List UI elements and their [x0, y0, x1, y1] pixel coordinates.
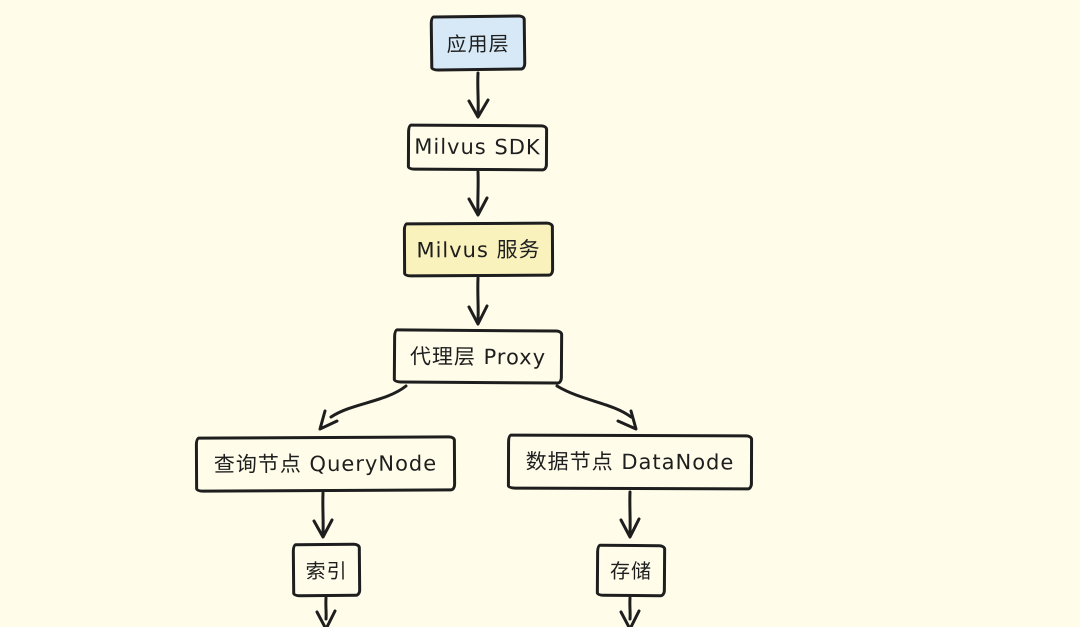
node-data-node-label: 数据节点 DataNode: [525, 449, 735, 475]
node-data-node: 数据节点 DataNode: [506, 433, 754, 491]
node-storage: 存储: [595, 543, 667, 598]
node-index-label: 索引: [305, 558, 348, 583]
node-application-layer: 应用层: [429, 14, 527, 72]
edge-datanode-to-storage: [619, 490, 641, 539]
node-proxy-layer-label: 代理层 Proxy: [409, 344, 547, 369]
edge-service-to-proxy: [467, 276, 489, 326]
node-proxy-layer: 代理层 Proxy: [392, 328, 564, 385]
node-milvus-sdk-label: Milvus SDK: [414, 134, 541, 159]
node-milvus-service: Milvus 服务: [402, 221, 555, 278]
edge-proxy-to-datanode: [555, 384, 638, 431]
node-index: 索引: [291, 542, 362, 598]
node-query-node-label: 查询节点 QueryNode: [213, 451, 438, 477]
node-milvus-service-label: Milvus 服务: [416, 237, 541, 262]
edge-querynode-to-index: [312, 491, 334, 539]
node-query-node: 查询节点 QueryNode: [194, 435, 457, 493]
edge-app-to-sdk: [467, 71, 490, 119]
edge-proxy-to-querynode: [318, 384, 408, 431]
edge-storage-down: [619, 596, 641, 627]
edge-index-down: [315, 596, 337, 627]
node-milvus-sdk: Milvus SDK: [406, 123, 549, 172]
node-application-layer-label: 应用层: [446, 31, 510, 56]
edge-sdk-to-service: [467, 170, 489, 217]
node-storage-label: 存储: [609, 558, 653, 584]
